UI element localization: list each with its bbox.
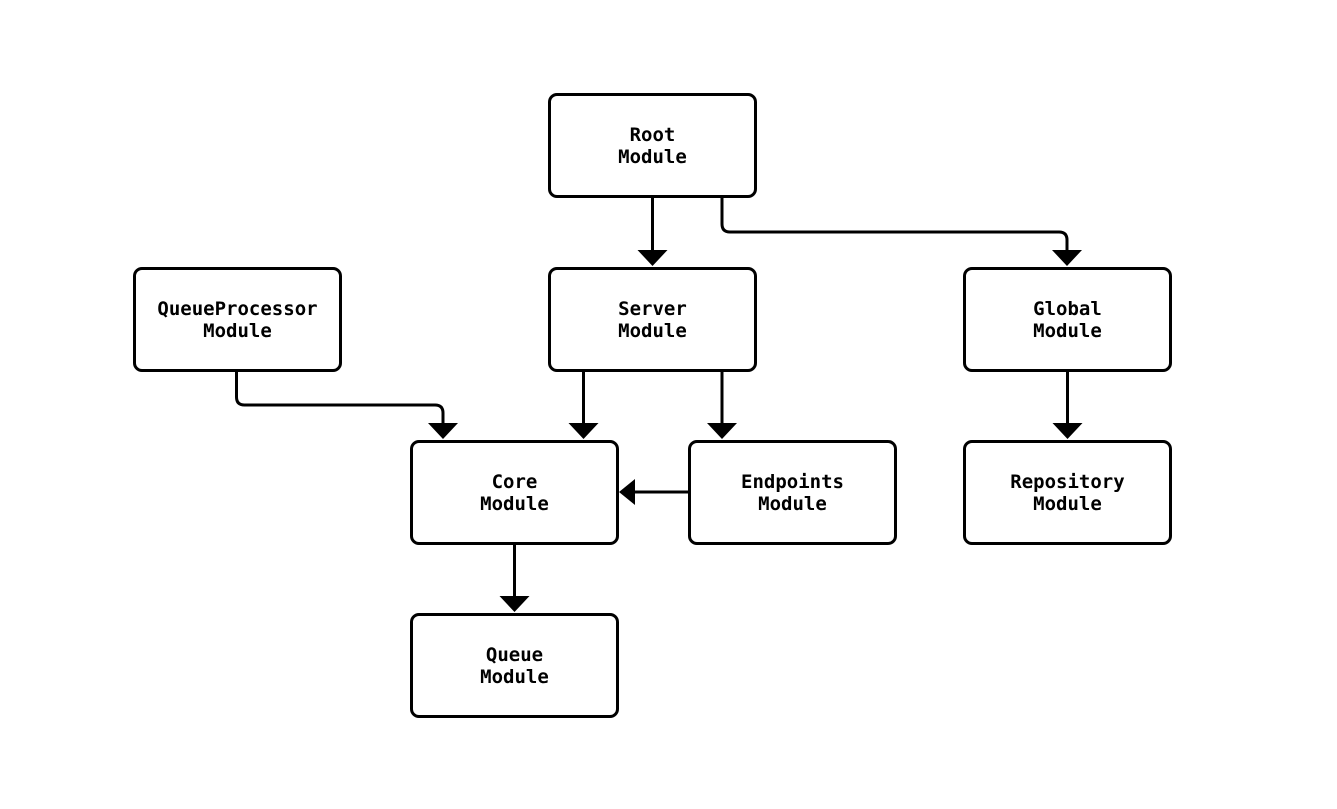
- node-queue-module: Queue Module: [410, 613, 619, 718]
- node-repository-module: Repository Module: [963, 440, 1172, 545]
- node-root-module: Root Module: [548, 93, 757, 198]
- arrowhead-server-to-endpoints: [707, 423, 737, 439]
- node-global-module: Global Module: [963, 267, 1172, 372]
- arrowhead-server-to-core: [568, 423, 599, 439]
- arrowhead-root-to-server: [637, 250, 668, 266]
- node-server-module: Server Module: [548, 267, 757, 372]
- arrowhead-global-to-repository: [1052, 423, 1083, 439]
- node-core-module: Core Module: [410, 440, 619, 545]
- arrowhead-core-to-queue: [499, 596, 530, 612]
- edge-queueprocessor-to-core: [235, 372, 445, 425]
- arrowhead-queueprocessor-to-core: [428, 423, 458, 439]
- edge-root-to-global: [720, 198, 1069, 252]
- node-endpoints-module: Endpoints Module: [688, 440, 897, 545]
- arrowhead-root-to-global: [1052, 250, 1082, 266]
- arrowhead-endpoints-to-core: [619, 479, 635, 505]
- node-queueprocessor-module: QueueProcessor Module: [133, 267, 342, 372]
